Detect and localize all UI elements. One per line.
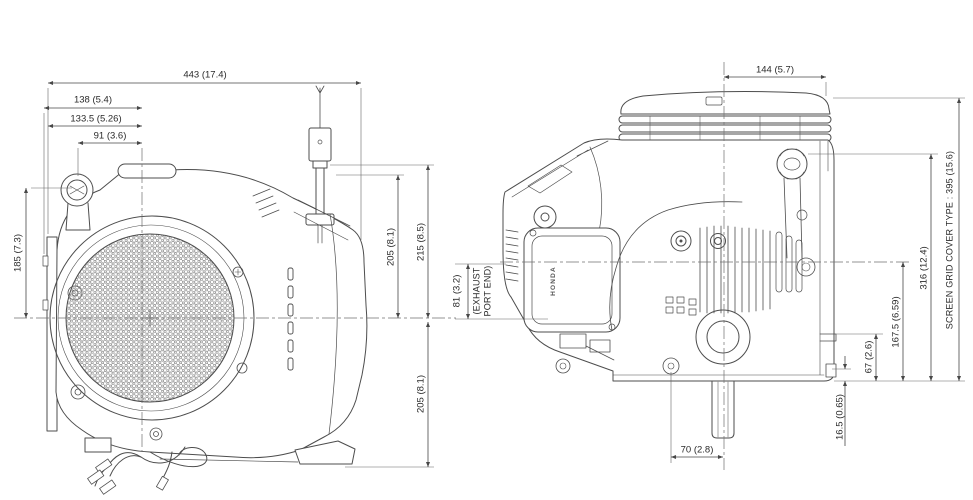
right-edge-lines — [612, 140, 829, 376]
mount-bracket — [42, 236, 58, 432]
oil-dipstick — [776, 148, 816, 277]
crankcase-boss — [695, 309, 751, 365]
drain-boss — [819, 333, 837, 378]
dim-label-overall-width: 443 (17.4) — [183, 69, 227, 81]
muffler-cover — [523, 227, 621, 333]
wire-harness — [87, 446, 208, 495]
dim-label-91: 91 (3.6) — [93, 130, 127, 142]
dim-label-133-5: 133.5 (5.26) — [70, 113, 122, 125]
cylinder-head-lines — [293, 199, 351, 435]
air-cleaner-cover — [618, 91, 832, 142]
spark-plug — [305, 85, 335, 244]
starter-pulley — [533, 205, 557, 229]
head-bolts — [670, 230, 726, 252]
side-view — [502, 91, 837, 439]
top-handle — [117, 163, 177, 179]
side-louvers — [505, 229, 519, 282]
dim-label-screen-grid-cover: SCREEN GRID COVER TYPE : 395 (15.6) — [944, 150, 955, 330]
dim-label-316: 316 (12.4) — [918, 246, 930, 290]
breather-ports — [665, 296, 697, 316]
dim-label-215: 215 (8.5) — [415, 222, 427, 262]
centerlines — [14, 62, 910, 470]
dim-label-70: 70 (2.8) — [680, 444, 714, 456]
dim-label-144: 144 (5.7) — [755, 64, 795, 76]
dim-label-205-lower: 205 (8.1) — [415, 374, 427, 414]
dim-label-exhaust-note-1: (EXHAUST — [471, 267, 482, 315]
pto-shaft — [711, 380, 735, 439]
fan-shroud-curve — [609, 201, 743, 331]
front-view — [42, 85, 368, 495]
extension-lines — [31, 82, 965, 468]
dim-label-exhaust-note-2: PORT END) — [482, 265, 493, 317]
carburetor-detail — [555, 333, 615, 374]
vent-slots — [287, 267, 294, 371]
louvers — [252, 188, 280, 218]
dim-label-205-upper: 205 (8.1) — [385, 227, 397, 267]
dim-label-185: 185 (7.3) — [12, 233, 24, 273]
dim-label-138: 138 (5.4) — [73, 94, 113, 106]
dim-label-67: 67 (2.6) — [863, 340, 875, 374]
oil-filler-cap — [60, 173, 94, 231]
dim-label-167-5: 167.5 (6.59) — [890, 296, 902, 348]
brand-label: HONDA — [549, 266, 557, 296]
dim-label-81: 81 (3.2) — [451, 274, 463, 308]
dim-label-16-5: 16.5 (0.65) — [834, 394, 846, 440]
recoil-detail — [511, 140, 609, 233]
dimension-lines — [23, 74, 962, 468]
mount-feet — [84, 437, 356, 465]
